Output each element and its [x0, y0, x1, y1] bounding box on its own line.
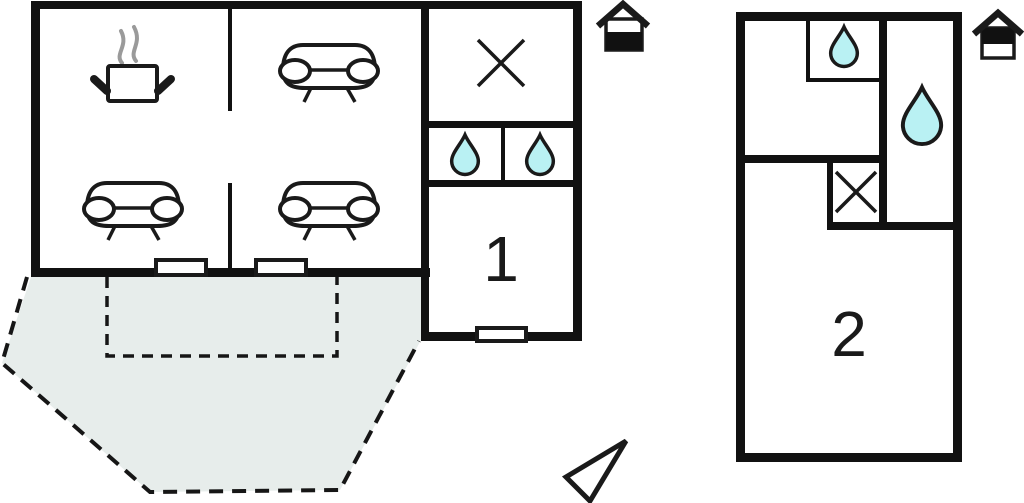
wall-segment	[228, 9, 232, 111]
shower-cross-icon	[476, 38, 526, 88]
house-2-plan: 2	[736, 8, 1024, 462]
north-arrow-icon	[561, 438, 629, 503]
pot-handle	[154, 75, 175, 95]
wall-segment	[421, 1, 429, 341]
water-drop-icon	[900, 85, 944, 147]
terrace-inner-dashed	[105, 277, 339, 358]
wall-segment	[736, 12, 962, 21]
cabin-roof	[971, 8, 1024, 37]
wall-segment	[745, 155, 879, 163]
water-drop-icon	[449, 133, 481, 177]
house-2-walls	[736, 12, 962, 462]
water-drop-icon	[828, 25, 860, 69]
wall-segment	[736, 453, 962, 462]
wall-segment	[573, 1, 582, 341]
terrace-area	[2, 277, 421, 492]
wall-segment	[953, 12, 962, 462]
wall-segment	[879, 12, 887, 230]
cross-line	[834, 170, 878, 214]
wall-segment	[429, 121, 573, 128]
sofa-icon	[278, 43, 380, 104]
sofa-icon	[278, 181, 380, 242]
wall-segment	[806, 21, 810, 78]
wall-segment	[827, 222, 953, 230]
steam-icon	[117, 25, 139, 65]
room-1-label: 1	[483, 223, 519, 295]
north-arrow-triangle	[561, 438, 629, 503]
wall-segment	[31, 1, 40, 277]
door-marker	[154, 258, 208, 277]
steam-line	[131, 25, 139, 63]
wall-segment	[429, 180, 573, 187]
cabin-marker-icon	[971, 8, 1024, 60]
house-1-plan: 1	[0, 0, 651, 495]
room-2-label: 2	[831, 298, 867, 370]
wall-segment	[827, 163, 833, 222]
door-marker	[475, 326, 528, 343]
cabin-body-filled-half	[606, 32, 642, 50]
wall-segment	[228, 183, 232, 268]
cabin-body-filled-half	[982, 28, 1014, 44]
cross-line	[476, 38, 526, 88]
steam-line	[117, 29, 126, 65]
pot-body	[106, 64, 159, 103]
wall-segment	[501, 128, 505, 180]
house-1-doors	[154, 258, 528, 343]
terrace-dashed-outline	[0, 276, 421, 495]
water-drop-icon	[524, 133, 556, 177]
pot-handle	[90, 75, 111, 95]
shower-cross-icon	[834, 170, 878, 214]
cabin-marker-icon	[595, 0, 651, 52]
door-marker	[254, 258, 308, 277]
sofa-icon	[82, 181, 184, 242]
wall-segment	[31, 268, 430, 277]
wall-segment	[736, 12, 745, 462]
wall-segment	[31, 1, 582, 9]
stove-pot-icon	[90, 64, 175, 103]
wall-segment	[806, 78, 879, 82]
cabin-roof	[595, 0, 651, 29]
